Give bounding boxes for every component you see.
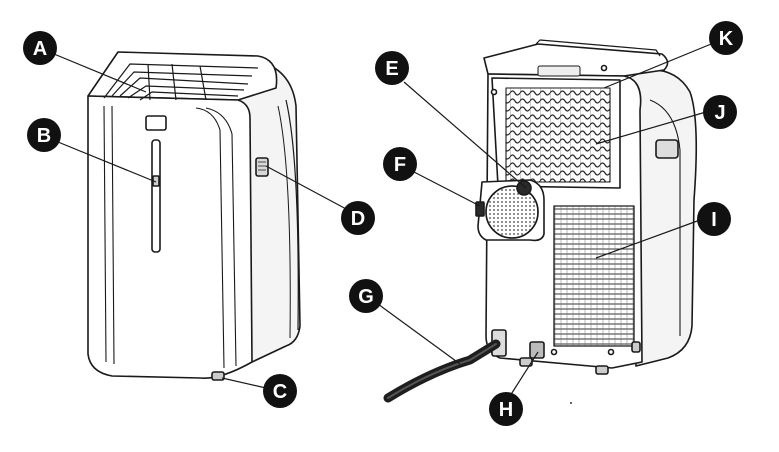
front-caster-wheel — [211, 371, 225, 381]
rear-unit — [475, 39, 698, 375]
control-panel[interactable] — [151, 139, 161, 253]
upper-drain-cap[interactable] — [516, 180, 532, 196]
upper-filter-grille — [505, 87, 611, 183]
rear-top-handle[interactable] — [535, 39, 661, 57]
rear-caster-wheel-right — [595, 365, 609, 375]
rear-unit-top — [483, 43, 669, 77]
callout-i: I — [697, 202, 731, 236]
callout-label-j: J — [714, 102, 725, 124]
callout-label-i: I — [711, 209, 717, 231]
callout-f: F — [383, 147, 417, 181]
display-window — [145, 115, 167, 131]
callout-k: K — [709, 21, 743, 55]
lower-air-intake-grille — [553, 205, 635, 347]
callout-label-k: K — [719, 28, 734, 50]
callout-label-a: A — [33, 38, 47, 60]
callout-c: C — [263, 374, 297, 408]
rear-side-handle[interactable] — [655, 139, 679, 159]
front-side-handle[interactable] — [255, 157, 269, 177]
front-unit-side-curve — [285, 99, 299, 331]
leader-lines — [53, 41, 717, 397]
callout-a: A — [23, 31, 57, 65]
callout-h: H — [489, 392, 523, 426]
callout-label-d: D — [351, 208, 365, 230]
callout-label-g: G — [358, 286, 374, 308]
callout-label-h: H — [499, 399, 513, 421]
callout-label-c: C — [273, 381, 287, 403]
exhaust-outlet[interactable] — [477, 179, 545, 242]
callout-label-e: E — [385, 58, 398, 80]
callout-label-f: F — [394, 154, 406, 176]
front-unit — [87, 51, 301, 381]
upper-filter-tab[interactable] — [537, 65, 581, 77]
callout-d: D — [341, 201, 375, 235]
callout-j: J — [703, 95, 737, 129]
callout-b: B — [27, 118, 61, 152]
callout-g: G — [349, 279, 383, 313]
callout-e: E — [375, 51, 409, 85]
callout-label-b: B — [37, 125, 51, 147]
front-unit-side-panel — [237, 61, 301, 363]
top-air-louvres — [103, 63, 259, 101]
